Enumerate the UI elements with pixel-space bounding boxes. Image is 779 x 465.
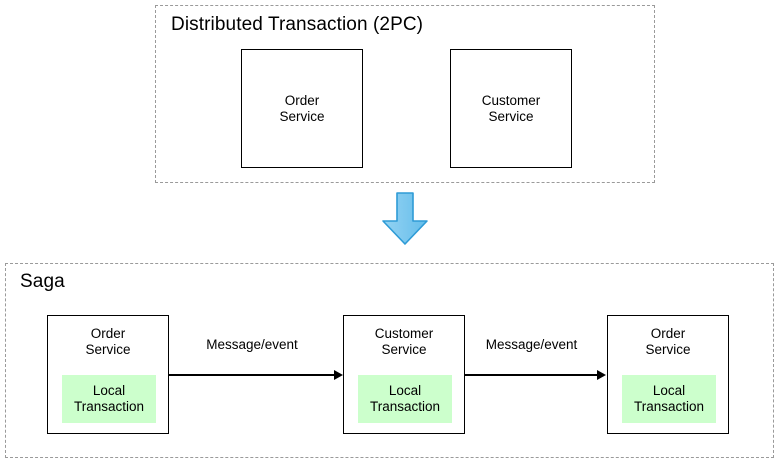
saga-group — [5, 263, 774, 458]
saga-local-transaction-3: Local Transaction — [622, 375, 716, 423]
distributed-transaction-group — [155, 5, 655, 183]
down-arrow-svg — [382, 192, 428, 245]
saga-title: Saga — [20, 271, 65, 292]
saga-connector-line-2 — [465, 374, 598, 376]
saga-order-service-label-2: Order Service — [645, 326, 691, 357]
saga-connector-label-1: Message/event — [206, 337, 298, 352]
top-customer-service-label: Customer Service — [481, 93, 541, 124]
down-arrow-icon — [377, 191, 433, 247]
saga-connector-label-2: Message/event — [485, 337, 578, 352]
saga-connector-arrowhead-2 — [597, 370, 606, 380]
saga-connector-arrowhead-1 — [334, 370, 343, 380]
saga-order-service-box-1[interactable]: Order Service Local Transaction — [47, 315, 169, 434]
saga-customer-service-label: Customer Service — [374, 326, 434, 357]
top-customer-service-box[interactable]: Customer Service — [450, 49, 572, 168]
top-order-service-box[interactable]: Order Service — [241, 49, 363, 168]
saga-connector-line-1 — [169, 374, 335, 376]
distributed-transaction-title: Distributed Transaction (2PC) — [171, 14, 424, 35]
saga-local-transaction-2: Local Transaction — [358, 375, 452, 423]
top-order-service-label: Order Service — [279, 93, 325, 124]
saga-order-service-box-2[interactable]: Order Service Local Transaction — [607, 315, 729, 434]
saga-order-service-label-1: Order Service — [85, 326, 131, 357]
saga-local-transaction-1: Local Transaction — [62, 375, 156, 423]
saga-customer-service-box[interactable]: Customer Service Local Transaction — [343, 315, 465, 434]
